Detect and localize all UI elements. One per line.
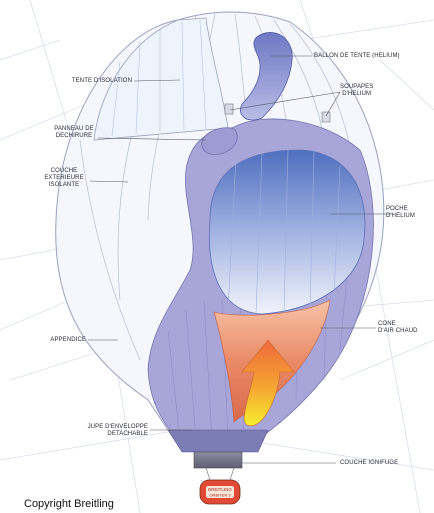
label-helium-valves: SOUPAPES D'HELIUM <box>340 84 374 97</box>
insulation-tent <box>93 17 229 141</box>
label-insulation-tent: TENTE D'ISOLATION <box>71 78 132 84</box>
gondola-model: ORBITER 3 <box>209 493 231 498</box>
leader-lines <box>88 55 392 464</box>
helium-cell <box>208 149 366 315</box>
label-appendix: APPENDICE <box>50 337 86 343</box>
fireproof-layer <box>193 451 243 469</box>
label-fireproof-layer: COUCHE IGNIFUGE <box>340 460 399 466</box>
hot-air-arrow <box>241 339 295 427</box>
label-detachable-skirt: JUPE D'ENVELOPPE DETACHABLE <box>87 424 148 437</box>
label-helium-tent-balloon: BALLON DE TENTE (HELIUM) <box>314 53 400 59</box>
gondola-name: BREITLING <box>208 487 232 492</box>
detachable-skirt <box>167 429 269 453</box>
label-hot-air-cone: CONE D'AIR CHAUD <box>378 321 418 334</box>
label-rip-panel: PANNEAU DE DECHIRURE <box>54 126 94 139</box>
helium-valves <box>224 103 331 123</box>
rip-panel-curl <box>201 127 238 155</box>
helium-tent-balloon <box>240 32 293 121</box>
gondola: BREITLING ORBITER 3 <box>199 467 241 505</box>
copyright-notice: Copyright Breitling <box>24 498 114 510</box>
label-outer-insulating-layer: COUCHE EXTERIEURE ISOLANTE <box>44 168 84 188</box>
label-helium-cell: POCHE D'HELIUM <box>386 206 415 219</box>
